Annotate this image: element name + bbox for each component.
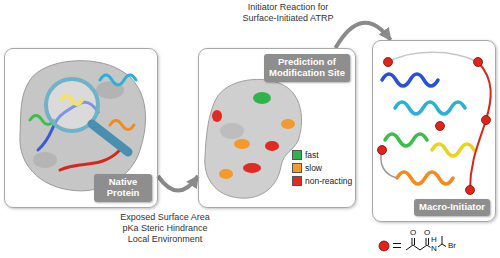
panel-label: Prediction of Modification Site — [264, 54, 350, 82]
initiator-site — [466, 186, 475, 195]
protein-ribbon — [388, 52, 478, 62]
curved-arrow — [158, 176, 198, 191]
magnifier — [92, 124, 128, 152]
atom-label: Br — [448, 242, 456, 250]
surface-map — [205, 79, 302, 198]
panel-label: Macro-Initiator — [414, 199, 490, 216]
initiator-site — [474, 58, 483, 67]
protein-ribbon — [395, 102, 465, 114]
legend-text: slow — [305, 163, 322, 173]
surface-map — [243, 163, 261, 173]
curved-arrow — [335, 23, 390, 48]
protein-surface — [20, 61, 146, 191]
panel-label: Native Protein — [94, 174, 152, 202]
atom-label: O — [424, 229, 430, 237]
legend-text: fast — [305, 150, 319, 160]
legend-row: non-reacting — [292, 174, 352, 187]
protein-ribbon — [60, 150, 120, 170]
protein-ribbon — [385, 134, 427, 146]
initiator-site — [384, 58, 393, 67]
initiator-structure — [413, 245, 420, 250]
panel: Native Protein — [4, 48, 158, 208]
atom-label: N — [431, 245, 437, 253]
initiator-site — [482, 116, 491, 125]
initiator-site — [436, 122, 445, 131]
protein-surface — [20, 61, 146, 191]
protein-surface — [33, 152, 57, 168]
surface-map — [219, 169, 233, 179]
initiator-structure — [412, 238, 413, 245]
legend-swatch — [292, 163, 302, 173]
protein-ribbon — [381, 52, 491, 190]
legend: fast slow non-reacting — [292, 148, 352, 187]
protein-ribbon — [382, 74, 438, 86]
initiator-structure — [393, 243, 401, 244]
atom-label: H — [431, 236, 437, 244]
initiator-structure — [420, 245, 427, 250]
legend-swatch — [292, 176, 302, 186]
protein-ribbon — [100, 75, 136, 85]
initiator-structure — [426, 238, 427, 245]
surface-map — [234, 139, 250, 149]
legend-text: non-reacting — [305, 176, 352, 186]
initiator-structure — [379, 241, 389, 251]
initiator-structure — [442, 236, 443, 244]
initiator-site — [378, 58, 491, 195]
legend-row: slow — [292, 161, 352, 174]
initiator-structure — [438, 244, 442, 247]
initiator-structure — [427, 245, 431, 248]
initiator-structure — [428, 238, 429, 245]
step-note: Exposed Surface Area pKa Steric Hindranc… — [115, 212, 215, 244]
surface-map — [281, 119, 295, 129]
initiator-structure — [393, 247, 401, 248]
surface-map — [265, 141, 279, 151]
protein-ribbon — [110, 121, 134, 130]
step-note: Initiator Reaction for Surface-Initiated… — [232, 2, 344, 24]
surface-map — [253, 92, 271, 104]
legend-row: fast — [292, 148, 352, 161]
panel: Macro-Initiator — [372, 40, 496, 222]
protein-ribbon — [397, 172, 453, 184]
surface-map — [220, 123, 244, 139]
legend-swatch — [292, 150, 302, 160]
magnifier — [46, 79, 128, 152]
protein-ribbon — [432, 144, 474, 156]
initiator-structure — [414, 238, 415, 245]
surface-map — [205, 79, 302, 198]
initiator-site — [378, 146, 387, 155]
protein-ribbon — [470, 62, 491, 190]
initiator-structure — [406, 245, 413, 250]
initiator-structure — [442, 244, 446, 247]
protein-ribbon — [30, 75, 136, 170]
atom-label: O — [410, 229, 416, 237]
surface-map — [212, 110, 222, 122]
